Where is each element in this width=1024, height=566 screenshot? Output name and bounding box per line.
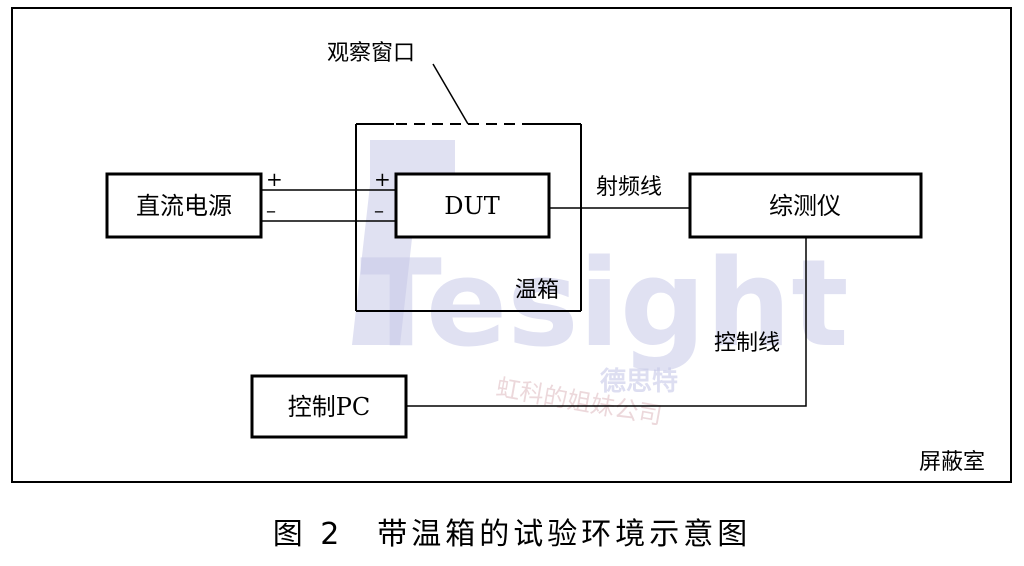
watermark-brand: Tesight — [360, 235, 849, 374]
tester-box — [688, 172, 923, 239]
control-cable-label: 控制线 — [714, 331, 780, 356]
control-pc-label: 控制PC — [288, 393, 371, 421]
watermark: Tesight 德思特 虹科的姐妹公司 — [352, 140, 849, 430]
control-pc-box — [250, 374, 408, 439]
watermark-logo-mark — [352, 140, 455, 345]
supply-minus-sign: – — [266, 198, 276, 222]
supply-plus-sign: + — [266, 167, 283, 191]
tester-label: 综测仪 — [769, 192, 841, 220]
dut-label: DUT — [444, 192, 499, 220]
rf-cable-label: 射频线 — [596, 175, 662, 200]
dut-plus-sign: + — [374, 167, 391, 191]
control-cable-line — [406, 237, 807, 407]
observation-window-label: 观察窗口 — [327, 41, 415, 66]
watermark-brand-cn: 德思特 — [600, 366, 678, 397]
shield-room-frame — [11, 7, 1012, 483]
observation-window-leader — [432, 63, 469, 125]
chamber-label: 温箱 — [515, 278, 559, 303]
dut-box — [394, 172, 551, 239]
dc-power-box — [105, 172, 263, 239]
figure-caption: 图 2 带温箱的试验环境示意图 — [273, 517, 752, 552]
dc-power-label: 直流电源 — [136, 192, 232, 220]
dut-minus-sign: – — [374, 198, 384, 222]
shield-room-label: 屏蔽室 — [919, 450, 985, 475]
